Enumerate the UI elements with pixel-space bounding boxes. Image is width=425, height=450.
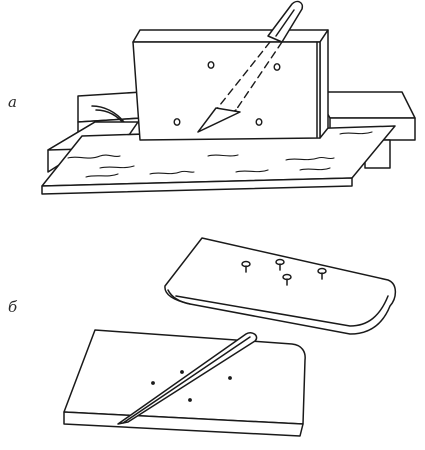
wood-grain-line <box>339 131 373 135</box>
knife-on-board <box>117 331 258 425</box>
pressing-block <box>132 29 329 141</box>
wood-grain-line <box>285 156 335 161</box>
blade-tip <box>197 107 241 133</box>
wood-grain-line <box>67 154 121 159</box>
figure-a-veneer-block-assembly <box>41 0 416 195</box>
veneer-sheet <box>41 125 396 195</box>
board-holes <box>151 370 232 402</box>
wood-grain-line <box>149 170 195 175</box>
wood-grain-line <box>85 173 119 178</box>
figure-b-plate-and-board <box>63 237 397 437</box>
knife-blade <box>267 0 304 43</box>
block-screw-holes <box>173 61 281 126</box>
cover-plate <box>164 237 397 335</box>
wood-grain-line <box>299 167 331 171</box>
wood-grain-line <box>99 165 135 169</box>
figure-label-a: а <box>8 93 17 111</box>
figure-label-b: б <box>8 298 18 316</box>
wood-grain-line <box>207 154 239 157</box>
plate-screws <box>241 258 327 286</box>
wood-grain-line <box>235 169 269 173</box>
